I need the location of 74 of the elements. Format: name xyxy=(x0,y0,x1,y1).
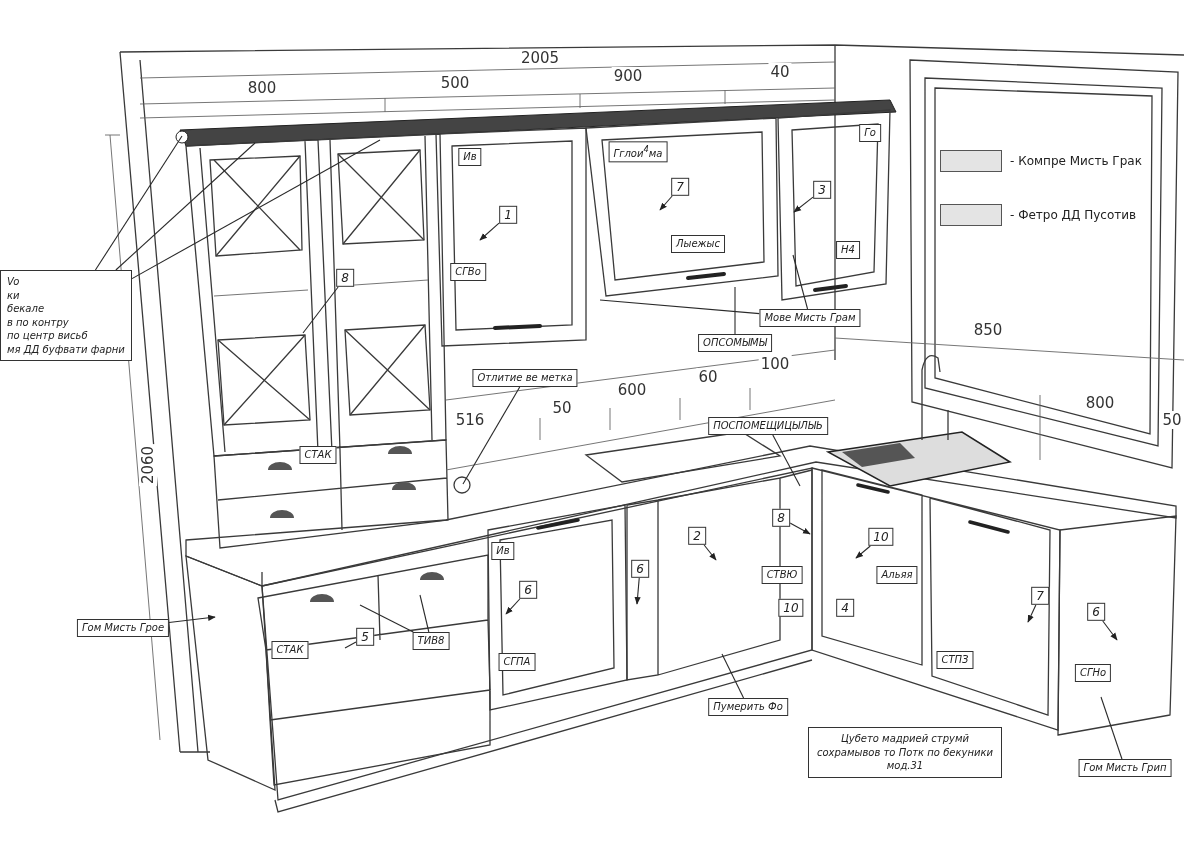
dimension-label: 50 xyxy=(1160,411,1184,429)
callout-label: Н4 xyxy=(836,241,860,259)
note-line: мя ДД буфвати фарни xyxy=(7,342,125,356)
callout-label: Го xyxy=(859,124,881,142)
callout-label: Ив xyxy=(458,148,482,166)
callout-number: 3 xyxy=(813,180,831,200)
callout-number: 5 xyxy=(356,627,374,647)
note-line: ки xyxy=(7,288,21,302)
callout-number: 6 xyxy=(519,580,537,600)
leader-line xyxy=(115,142,256,271)
note-box xyxy=(808,727,1002,778)
callout-label: ТИВ8 xyxy=(412,632,450,650)
legend-label: - Фетро ДД Пусотив xyxy=(1010,208,1137,222)
arrow xyxy=(855,545,871,559)
arrow xyxy=(634,577,641,605)
arrow xyxy=(703,544,717,561)
leader-line xyxy=(359,604,414,633)
arrow xyxy=(659,195,673,211)
callout-number: 7 xyxy=(1031,586,1049,606)
callout-label: ОПСОМЫМЫ xyxy=(698,334,772,352)
arrow xyxy=(1027,604,1037,623)
leader-line xyxy=(131,139,381,280)
callout-number: 6 xyxy=(631,559,649,579)
leader-line xyxy=(344,641,357,649)
callout-label: СТВЮ xyxy=(761,566,803,584)
legend-label: - Компре Мисть Грак xyxy=(1010,154,1142,168)
callout-label: Мове Мисть Грам xyxy=(759,309,861,327)
dimension-label: 2060 xyxy=(139,443,157,487)
callout-label: СГПА xyxy=(498,653,536,671)
leader-line xyxy=(772,434,801,487)
callout-number: 7 xyxy=(671,177,689,197)
callout-number: 2 xyxy=(688,526,706,546)
arrow xyxy=(479,222,500,241)
leader-line xyxy=(94,135,183,271)
callout-label: Гглои$^{4}$ма xyxy=(608,141,668,163)
callout-label: Ив xyxy=(491,542,515,560)
leader-line xyxy=(302,286,339,334)
callout-label: СТАК xyxy=(299,446,337,464)
leader-line xyxy=(792,254,809,310)
callout-label: Лыежыс xyxy=(671,235,725,253)
callout-label: Отлитие ве метка xyxy=(472,369,578,387)
callout-label: Гом Мисть Грое xyxy=(76,619,170,637)
leader-line xyxy=(1100,696,1123,760)
note-box xyxy=(0,270,132,361)
leader-line xyxy=(599,299,761,315)
callout-number: 8 xyxy=(336,268,354,288)
callout-label: СГНо xyxy=(1074,664,1112,682)
note-line: по центр висьб xyxy=(7,329,89,343)
callout-number: 4 xyxy=(836,598,854,618)
callout-number: 6 xyxy=(1087,602,1105,622)
callout-label: Пумерить Фо xyxy=(708,698,788,716)
callout-label: Альяя xyxy=(876,566,918,584)
arrow xyxy=(793,196,814,213)
note-line: в по контру xyxy=(7,315,70,329)
arrow xyxy=(789,522,811,535)
leader-line xyxy=(734,286,736,335)
leader-line xyxy=(462,386,521,485)
callout-label: СТАК xyxy=(271,641,309,659)
callout-number: 10 xyxy=(778,598,804,618)
arrow xyxy=(168,614,216,624)
note-text: Цубето мадрией струмй сохрамывов то Потк по бекуники мод.31 xyxy=(817,733,993,771)
callout-label: СГВо xyxy=(450,263,486,281)
callout-number: 10 xyxy=(868,527,894,547)
note-line: бекале xyxy=(7,302,46,316)
callout-label: Гом Мисть Грип xyxy=(1078,759,1172,777)
arrow xyxy=(505,598,521,615)
callout-number: 8 xyxy=(772,508,790,528)
note-line: Vo xyxy=(7,275,21,289)
callout-number: 1 xyxy=(499,205,517,225)
leader-line xyxy=(721,653,745,699)
callout-label: ПОСПОМЕЩИЦЫЛЫЬ xyxy=(708,417,828,435)
callout-label: СТПЗ xyxy=(936,651,974,669)
leader-line xyxy=(419,594,430,633)
arrow xyxy=(1102,620,1118,641)
